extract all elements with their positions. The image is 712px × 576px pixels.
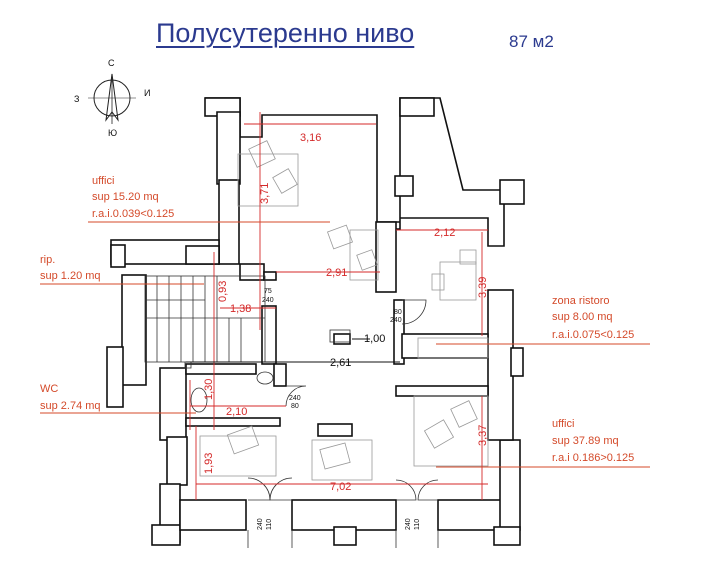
compass-east: И [144, 88, 150, 98]
dim-1-38: 1,38 [230, 303, 251, 315]
dim-1-93: 1,93 [203, 453, 215, 474]
opening-1-width: 75 [264, 288, 272, 295]
room-rip-sup: sup 1.20 mq [40, 270, 101, 282]
dim-3-37: 3,37 [477, 425, 489, 446]
dim-1-00: 1,00 [364, 333, 385, 345]
opening-2-height: 240 [390, 317, 402, 324]
label-leaders [40, 221, 650, 468]
opening-1-height: 240 [262, 297, 274, 304]
compass-north: С [108, 58, 115, 68]
room-uffici-1-name: uffici [92, 175, 114, 187]
dim-0-93: 0,93 [217, 281, 229, 302]
dim-2-10: 2,10 [226, 406, 247, 418]
dim-2-91: 2,91 [326, 267, 347, 279]
opening-3-width: 80 [291, 403, 299, 410]
walls [106, 97, 525, 546]
room-zona-ristoro-name: zona ristoro [552, 295, 609, 307]
room-uffici-1-sup: sup 15.20 mq [92, 191, 159, 203]
opening-4-width: 110 [266, 519, 273, 530]
room-zona-ristoro-sup: sup 8.00 mq [552, 311, 613, 323]
dim-3-71: 3,71 [259, 183, 271, 204]
compass-icon [88, 73, 136, 124]
opening-3-height: 240 [289, 395, 301, 402]
opening-5-width: 110 [414, 519, 421, 530]
floor-area: 87 м2 [509, 32, 554, 51]
room-uffici-2-name: uffici [552, 418, 574, 430]
room-wc-name: WC [40, 383, 58, 395]
room-uffici-2-rai: r.a.i 0.186>0.125 [552, 452, 634, 464]
dimension-lines [186, 112, 488, 500]
dim-1-30: 1,30 [203, 379, 215, 400]
dim-2-61: 2,61 [330, 357, 351, 369]
doors [247, 299, 439, 548]
compass-west: З [74, 94, 79, 104]
opening-5-height: 240 [405, 518, 412, 530]
dim-7-02: 7,02 [330, 481, 351, 493]
opening-4-height: 240 [257, 518, 264, 530]
room-wc-sup: sup 2.74 mq [40, 400, 101, 412]
page-title: Полусутеренно ниво [156, 18, 415, 48]
room-rip-name: rip. [40, 254, 55, 266]
opening-2-width: 80 [394, 309, 402, 316]
staircase [144, 275, 266, 363]
room-uffici-1-rai: r.a.i.0.039<0.125 [92, 208, 174, 220]
dim-3-16: 3,16 [300, 132, 321, 144]
room-uffici-2-sup: sup 37.89 mq [552, 435, 619, 447]
room-zona-ristoro-rai: r.a.i.0.075<0.125 [552, 329, 634, 341]
dim-3-39: 3,39 [477, 277, 489, 298]
furniture [184, 140, 489, 481]
compass-south: Ю [108, 128, 117, 138]
dim-2-12: 2,12 [434, 227, 455, 239]
